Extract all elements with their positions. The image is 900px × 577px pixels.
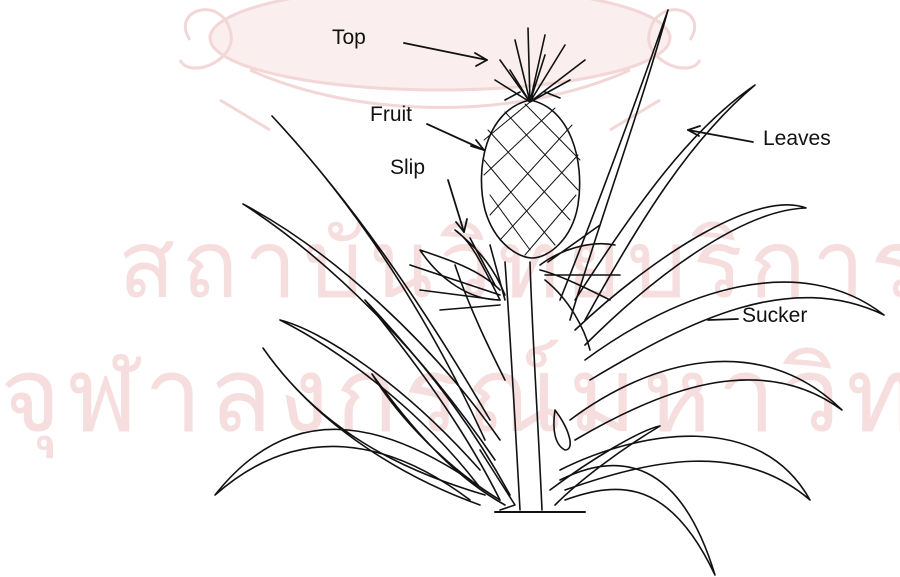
right-leaves	[550, 10, 884, 575]
fruit-drawing	[481, 100, 580, 258]
label-sucker: Sucker	[742, 305, 807, 326]
sucker-drawing	[540, 225, 620, 450]
crown-drawing	[495, 28, 585, 102]
callout-lines	[404, 43, 753, 320]
label-slip: Slip	[390, 157, 425, 178]
left-leaves	[215, 116, 515, 510]
label-fruit: Fruit	[370, 104, 412, 125]
label-leaves: Leaves	[763, 128, 831, 149]
label-top: Top	[332, 27, 366, 48]
